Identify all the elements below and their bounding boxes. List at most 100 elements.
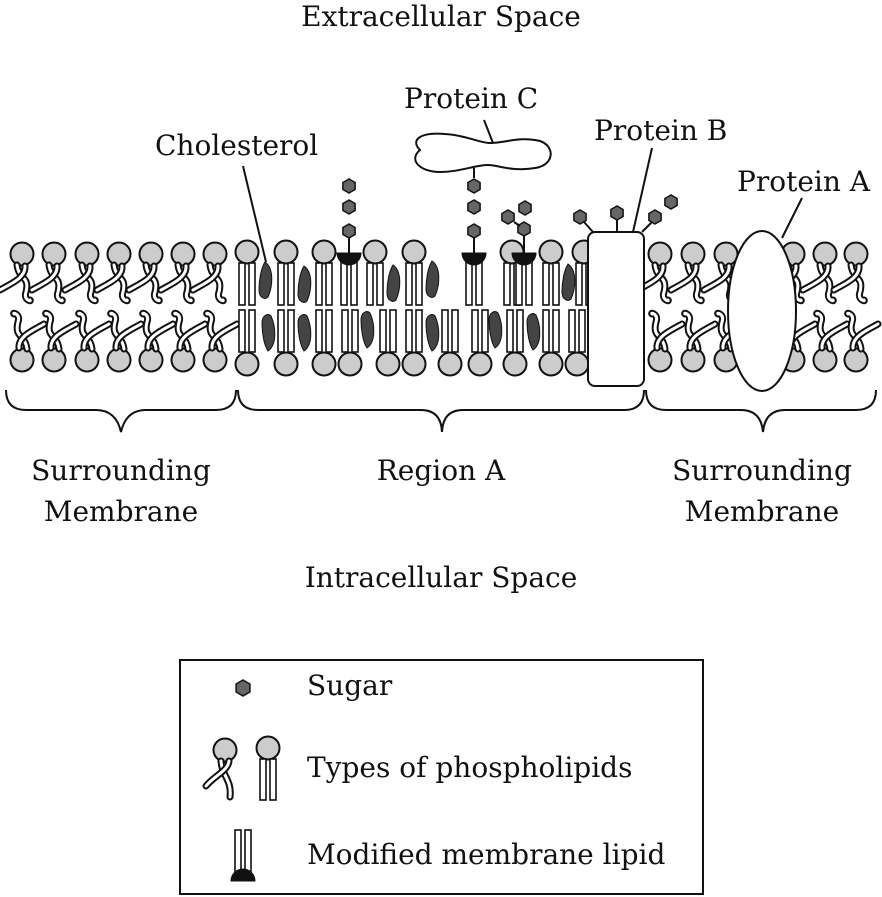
straight-tail — [366, 262, 374, 306]
protein-a-shape — [727, 230, 797, 392]
phospholipid-head — [337, 351, 363, 377]
phospholipid-head — [273, 239, 299, 265]
phospholipid-head — [311, 351, 337, 377]
straight-tail — [506, 309, 514, 353]
legend-icons — [202, 679, 281, 882]
protein-c-label: Protein C — [404, 82, 538, 115]
phospholipid-head — [138, 241, 164, 267]
sugar-icon — [342, 199, 356, 215]
straight-tail — [405, 309, 413, 353]
straight-tail — [389, 309, 397, 353]
straight-tail — [552, 309, 560, 353]
straight-tail — [379, 309, 387, 353]
intracellular-label: Intracellular Space — [305, 561, 578, 594]
brace-surrounding-right — [645, 389, 877, 433]
kinked-tail-lower — [849, 320, 882, 352]
kinked-tail-lower-core — [17, 322, 46, 350]
straight-tail — [542, 262, 550, 306]
brace-surrounding-left — [5, 389, 237, 433]
straight-tail — [481, 309, 489, 353]
surrounding-right-label-line2: Membrane — [685, 495, 839, 528]
phospholipid-head — [401, 351, 427, 377]
phospholipid-head — [401, 239, 427, 265]
cholesterol-label: Cholesterol — [155, 129, 318, 162]
straight-tail — [315, 309, 323, 353]
phospholipid-head — [564, 351, 590, 377]
phospholipid-head — [538, 239, 564, 265]
phospholipid-head — [843, 241, 869, 267]
straight-tail — [244, 829, 252, 875]
phospholipid-head — [273, 351, 299, 377]
sugar-link — [583, 221, 594, 233]
kinked-tail-upper — [93, 262, 126, 294]
straight-tail — [575, 262, 583, 306]
legend-kinked-tail-core — [204, 759, 231, 788]
phospholipid-head — [234, 351, 260, 377]
cholesterol-molecule — [526, 313, 541, 351]
phospholipid-head — [74, 347, 100, 373]
phospholipid-head — [106, 347, 132, 373]
phospholipid-head — [170, 241, 196, 267]
kinked-tail-upper-core — [30, 264, 59, 292]
phospholipid-head — [647, 241, 673, 267]
straight-tail — [248, 309, 256, 353]
phospholipid-head — [41, 241, 67, 267]
phospholipid-head — [375, 351, 401, 377]
kinked-tail-upper — [125, 262, 158, 294]
cholesterol-leader — [242, 165, 267, 263]
protein-b-shape — [587, 231, 645, 387]
kinked-tail-upper — [830, 262, 863, 294]
protein-b-leader — [632, 147, 653, 233]
straight-tail — [287, 309, 295, 353]
straight-tail — [516, 309, 524, 353]
legend-kinked-phospholipid-head — [212, 737, 238, 763]
kinked-tail-upper-core — [832, 264, 861, 292]
sugar-icon — [610, 205, 624, 221]
phospholipid-head — [812, 347, 838, 373]
phospholipid-head — [437, 351, 463, 377]
legend-straight-phospholipid-head — [255, 735, 281, 761]
legend-kinked-tail-core — [219, 759, 232, 799]
legend-sugar-icon — [235, 679, 251, 697]
kinked-tail-upper — [28, 262, 61, 294]
sugar-link — [641, 221, 653, 233]
straight-tail — [542, 309, 550, 353]
straight-tail — [552, 262, 560, 306]
protein-a-leader — [781, 197, 803, 239]
straight-tail — [568, 309, 576, 353]
sugar-icon — [573, 209, 587, 225]
modified-lipid-head — [461, 252, 487, 266]
kinked-tail-lower — [80, 320, 113, 352]
kinked-tail-lower — [653, 320, 686, 352]
straight-tail — [351, 309, 359, 353]
straight-tail — [277, 262, 285, 306]
sugar-icon — [518, 200, 532, 216]
straight-tail — [451, 309, 459, 353]
phospholipid-head — [9, 347, 35, 373]
kinked-tail-upper-core — [159, 264, 188, 292]
straight-tail — [325, 309, 333, 353]
straight-tail — [441, 309, 449, 353]
phospholipid-head — [502, 351, 528, 377]
sugar-icon — [467, 223, 481, 239]
straight-tail — [287, 262, 295, 306]
phospholipid-head — [812, 241, 838, 267]
sugar-icon — [467, 199, 481, 215]
cholesterol-molecule — [386, 264, 401, 302]
phospholipid-head — [170, 347, 196, 373]
straight-tail — [277, 309, 285, 353]
kinked-tail-lower-core — [178, 322, 207, 350]
straight-tail — [415, 262, 423, 306]
kinked-tail-upper — [700, 262, 733, 294]
kinked-tail-lower — [208, 320, 241, 352]
protein-c-shape — [414, 132, 552, 174]
phospholipid-head — [41, 347, 67, 373]
straight-tail — [269, 758, 277, 801]
straight-tail — [503, 262, 511, 306]
protein-c-leader — [483, 119, 494, 144]
cholesterol-molecule — [297, 265, 312, 303]
phospholipid-head — [202, 241, 228, 267]
kinked-tail-upper-core — [127, 264, 156, 292]
straight-tail — [315, 262, 323, 306]
